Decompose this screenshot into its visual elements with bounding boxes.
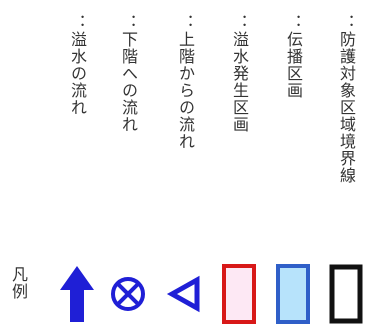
rectangle-red-icon	[219, 262, 259, 326]
circled-x-circle	[111, 277, 145, 311]
legend-item-label: ：伝播区画	[284, 14, 303, 99]
legend-item-label: ：上階からの流れ	[176, 14, 195, 150]
legend-title: 凡例	[9, 266, 28, 300]
legend-item-overflow-flow: ：溢水の流れ	[57, 0, 97, 336]
rectangle-blue-icon	[273, 262, 313, 326]
legend-item-flow-to-lower-floor: ：下階への流れ	[108, 0, 148, 336]
legend-item-overflow-source-area: ：溢水発生区画	[219, 0, 259, 336]
arrow-up-shape	[60, 266, 94, 322]
legend-item-label: ：下階への流れ	[119, 14, 138, 133]
rectangle-black-icon	[326, 262, 366, 326]
legend-item-label: ：溢水の流れ	[68, 14, 87, 116]
rectangle-blue-shape	[276, 264, 310, 324]
legend-item-propagation-area: ：伝播区画	[273, 0, 313, 336]
legend-item-label: ：溢水発生区画	[230, 14, 249, 133]
legend-item-protection-boundary: ：防護対象区域境界線	[326, 0, 366, 336]
legend-item-flow-from-upper-floor: ：上階からの流れ	[165, 0, 205, 336]
triangle-left-shape	[166, 275, 200, 313]
rectangle-red-shape	[222, 264, 256, 324]
triangle-left-icon	[165, 262, 205, 326]
rectangle-black-shape	[329, 264, 363, 324]
legend-item-label: ：防護対象区域境界線	[337, 14, 356, 184]
circled-x-line-2	[116, 282, 140, 306]
circled-x-icon	[108, 262, 148, 326]
arrow-up-icon	[57, 262, 97, 326]
